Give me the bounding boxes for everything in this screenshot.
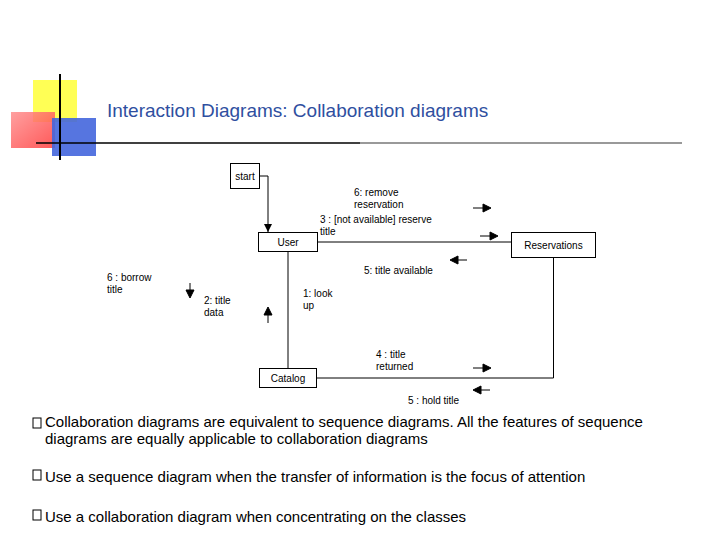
blue-square	[52, 118, 96, 156]
node-label: Reservations	[524, 240, 582, 251]
bullet-text: Use a sequence diagram when the transfer…	[45, 468, 695, 485]
node-label: Catalog	[271, 373, 305, 384]
bullet-text: Use a collaboration diagram when concent…	[45, 508, 695, 525]
message-arrow	[480, 236, 491, 237]
message-label: 5 : hold title	[408, 395, 483, 407]
link-line	[318, 242, 511, 243]
message-arrows	[186, 204, 498, 394]
message-arrow	[483, 364, 491, 372]
message-arrow	[483, 204, 491, 212]
object-box: User	[258, 232, 318, 252]
message-label: 6 : borrow title	[107, 272, 165, 295]
vertical-rule	[59, 74, 61, 160]
bullet-text: Collaboration diagrams are equivalent to…	[45, 413, 695, 448]
message-arrow	[473, 368, 484, 369]
object-box: Reservations	[511, 232, 596, 258]
link-line	[260, 176, 268, 232]
message-label: 1: look up	[303, 288, 335, 311]
message-arrow	[490, 232, 498, 240]
object-box: Catalog	[259, 368, 317, 388]
link-line	[288, 252, 289, 368]
message-arrow	[264, 307, 272, 315]
message-arrow	[450, 256, 458, 264]
message-arrow	[186, 290, 194, 298]
horizontal-rule	[36, 142, 360, 144]
slide-title: Interaction Diagrams: Collaboration diag…	[107, 100, 488, 122]
message-label: 2: title data	[204, 295, 240, 318]
decoration	[11, 74, 682, 160]
message-label: 4 : title returned	[376, 349, 434, 372]
message-label: 5: title available	[364, 265, 449, 277]
message-label: 3 : [not available] reserve title	[320, 214, 448, 237]
bullet-mark	[33, 470, 41, 480]
bullet-mark	[33, 510, 41, 520]
node-label: User	[277, 237, 298, 248]
horizontal-rule	[360, 142, 682, 144]
bullets	[33, 418, 41, 520]
message-arrow	[473, 386, 481, 394]
link-line	[317, 258, 554, 378]
start-box: start	[230, 163, 260, 189]
node-label: start	[235, 171, 254, 182]
message-label: 6: remove reservation	[354, 187, 429, 210]
bullet-mark	[33, 418, 41, 428]
connectors	[260, 176, 554, 378]
message-arrow	[473, 208, 484, 209]
